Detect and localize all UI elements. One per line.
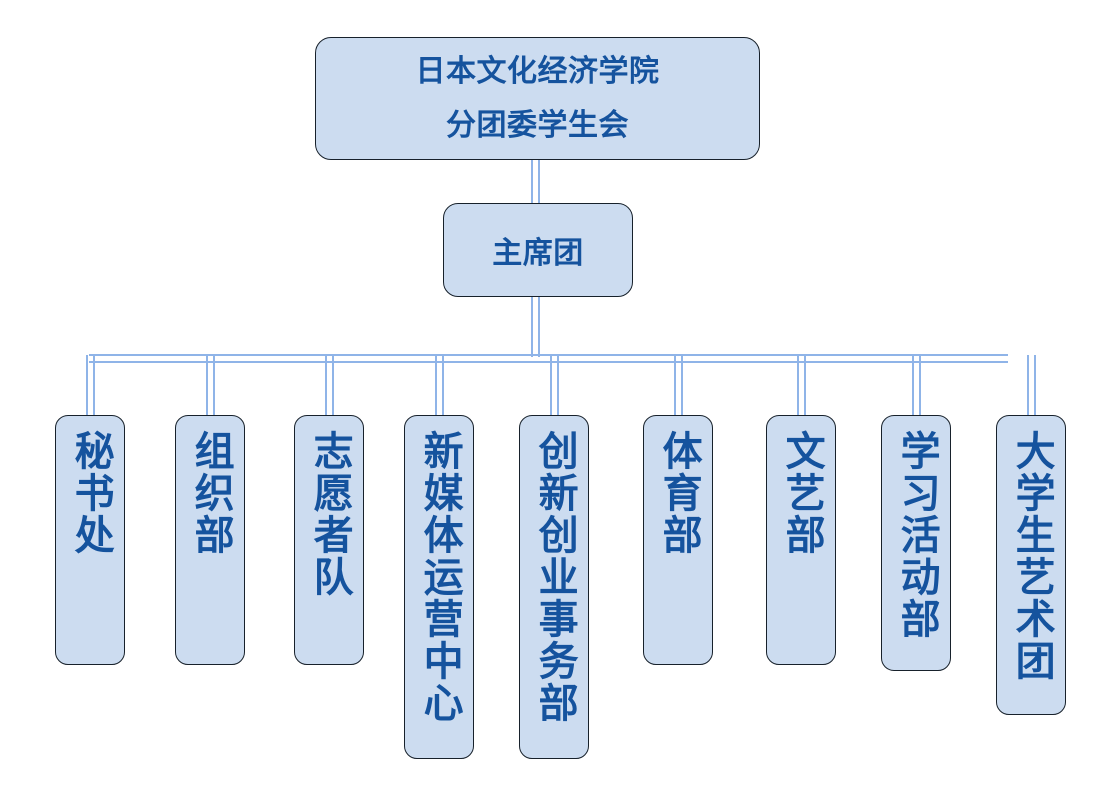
- node-department[interactable]: 学习活动部: [881, 415, 951, 671]
- node-root-organization[interactable]: 日本文化经济学院 分团委学生会: [315, 37, 760, 160]
- connector-bus-to-department: [797, 355, 799, 415]
- node-department[interactable]: 文艺部: [766, 415, 836, 665]
- connector-bus-to-department: [213, 355, 215, 415]
- connector-horizontal-bus: [89, 354, 1008, 356]
- connector-bus-to-department: [804, 355, 806, 415]
- connector-bus-to-department: [1034, 355, 1036, 415]
- node-presidium[interactable]: 主席团: [443, 203, 633, 297]
- connector-bus-to-department: [674, 355, 676, 415]
- department-label: 创新创业事务部: [532, 430, 577, 724]
- department-label: 学习活动部: [894, 430, 939, 640]
- connector-bus-to-department: [912, 355, 914, 415]
- node-department[interactable]: 组织部: [175, 415, 245, 665]
- root-title-line-1: 日本文化经济学院: [415, 55, 660, 88]
- root-title-line-2: 分团委学生会: [446, 108, 629, 142]
- connector-bus-to-department: [435, 355, 437, 415]
- connector-bus-to-department: [93, 355, 95, 415]
- connector-root-to-presidium: [538, 160, 540, 204]
- connector-bus-to-department: [325, 355, 327, 415]
- department-label: 组织部: [188, 430, 233, 556]
- connector-bus-to-department: [1027, 355, 1029, 415]
- connector-presidium-to-bus: [538, 297, 540, 357]
- department-label: 大学生艺术团: [1009, 430, 1054, 682]
- connector-bus-to-department: [681, 355, 683, 415]
- department-label: 志愿者队: [307, 430, 352, 598]
- connector-bus-to-department: [206, 355, 208, 415]
- connector-bus-to-department: [86, 355, 88, 415]
- presidium-label: 主席团: [492, 237, 584, 270]
- connector-presidium-to-bus: [531, 297, 533, 357]
- node-department[interactable]: 新媒体运营中心: [404, 415, 474, 759]
- node-department[interactable]: 体育部: [643, 415, 713, 665]
- department-label: 新媒体运营中心: [417, 430, 462, 724]
- node-department[interactable]: 秘书处: [55, 415, 125, 665]
- node-department[interactable]: 大学生艺术团: [996, 415, 1066, 715]
- connector-bus-to-department: [332, 355, 334, 415]
- connector-bus-to-department: [550, 355, 552, 415]
- connector-bus-to-department: [442, 355, 444, 415]
- department-label: 秘书处: [68, 430, 113, 556]
- connector-bus-to-department: [557, 355, 559, 415]
- connector-horizontal-bus: [89, 361, 1008, 363]
- connector-bus-to-department: [919, 355, 921, 415]
- node-department[interactable]: 创新创业事务部: [519, 415, 589, 759]
- connector-root-to-presidium: [531, 160, 533, 204]
- node-department[interactable]: 志愿者队: [294, 415, 364, 665]
- department-label: 体育部: [656, 430, 701, 556]
- department-label: 文艺部: [779, 430, 824, 556]
